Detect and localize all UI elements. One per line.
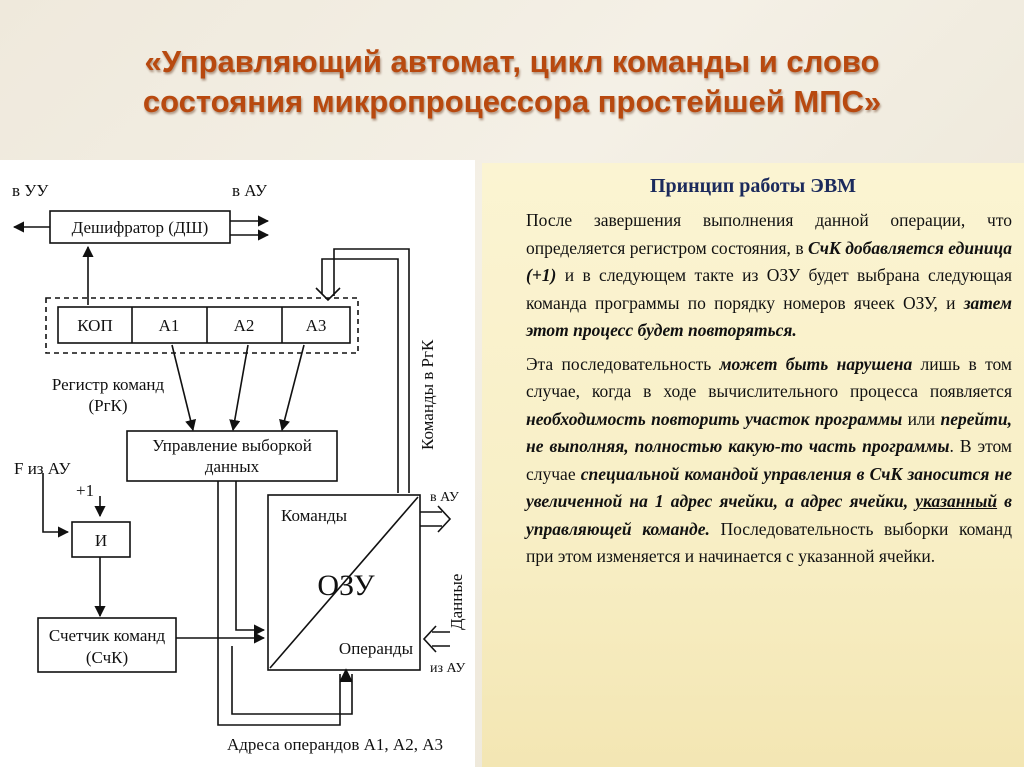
label-to-uu: в УУ [12, 181, 49, 200]
text-run: СчК добавляется единица (+1) [526, 237, 1012, 286]
block-diagram: в УУ в АУ Дешифратор (ДШ) КОП А1 А2 А3 Р… [0, 160, 475, 767]
text-run: или [902, 408, 941, 429]
to-au-double-arrow [437, 505, 452, 533]
panel-title: Принцип работы ЭВМ [649, 175, 857, 197]
ram-box [267, 494, 421, 671]
text-run: перейти, не выполняя, полностью какую-то… [526, 408, 1012, 457]
principle-panel: Принцип работы ЭВМ После завершения выпо… [482, 163, 1024, 767]
text-run: специальной командой управления в СчК за… [526, 463, 1013, 512]
decoder-label: Дешифратор (ДШ) [72, 218, 209, 237]
label-to-au-top: в АУ [232, 181, 268, 200]
reg-field-a2: А2 [234, 316, 255, 335]
counter-label-1: Счетчик команд [49, 626, 166, 645]
and-gate-label: И [95, 531, 107, 550]
text-run: После завершения выполнения данной опера… [526, 210, 1012, 258]
text-run: в управляющей команде. [526, 491, 1012, 539]
slide-title: «Управляющий автомат, цикл команды и сло… [60, 42, 964, 122]
counter-box [37, 617, 177, 673]
text-run: указанный [915, 491, 998, 511]
label-data: Данные [447, 574, 466, 630]
operand-address-line-outer [217, 481, 341, 726]
text-run: Последовательность выборки команд при эт… [526, 518, 1012, 567]
label-from-au-right: из АУ [430, 661, 465, 676]
operand-address-arrowhead [339, 668, 353, 683]
operand-address-line-inner [231, 646, 353, 715]
fetch-label-1: Управление выборкой [152, 436, 312, 455]
paragraph-2: Эта последовательность может быть наруше… [526, 351, 1012, 571]
text-run: . В этом случае [526, 436, 1012, 484]
fetch-control-box [126, 430, 338, 482]
reg-field-a3: А3 [306, 316, 327, 335]
fetch-label-2: данных [205, 457, 260, 476]
ram-operands-label: Операнды [339, 639, 414, 658]
register-label-2: (РгК) [88, 396, 127, 415]
register-dashed-frame [45, 297, 359, 354]
text-run: может быть нарушена [719, 353, 913, 374]
label-f-from-au: F из АУ [14, 459, 72, 478]
text-run: необходимость повторить участок программ… [526, 408, 903, 429]
and-gate-box [71, 521, 131, 558]
register-label-1: Регистр команд [52, 375, 165, 394]
slide-title-line-2: состояния микропроцессора простейшей МПС… [142, 84, 882, 119]
arrow-a1-fetch [171, 344, 197, 432]
from-au-double-arrow [422, 625, 437, 653]
text-run: затем этот процесс будет повторяться. [526, 292, 1012, 341]
label-to-au-right: в АУ [430, 490, 459, 505]
ram-diagonal [269, 496, 419, 669]
commands-to-register-line-inner [333, 248, 410, 493]
ram-commands-label: Команды [281, 506, 348, 525]
arrow-f-to-and [42, 473, 70, 538]
counter-label-2: (СчК) [86, 648, 128, 667]
arrow-fetch-to-ram [235, 481, 266, 636]
reg-field-kop: КОП [77, 316, 112, 335]
ram-label: ОЗУ [317, 569, 375, 602]
reg-field-a1: А1 [159, 316, 180, 335]
commands-arrowhead [315, 287, 341, 302]
label-plus-one: +1 [76, 481, 94, 500]
arrow-a3-fetch [279, 344, 305, 432]
label-operand-addresses: Адреса операндов А1, А2, А3 [227, 735, 443, 754]
slide-title-line-1: «Управляющий автомат, цикл команды и сло… [144, 44, 880, 79]
text-run: лишь в том случае, когда в ходе вычислит… [526, 353, 1012, 402]
panel-body: После завершения выполнения данной опера… [526, 207, 1012, 577]
register-box [57, 306, 351, 344]
label-commands-to-rgk: Команды в РгК [418, 339, 437, 450]
text-run: Эта последовательность [526, 353, 720, 374]
diagram-svg: в УУ в АУ Дешифратор (ДШ) КОП А1 А2 А3 Р… [12, 181, 466, 754]
commands-to-register-line-outer [321, 258, 399, 493]
text-run: и в следующем такте из ОЗУ будет выбрана… [526, 265, 1012, 313]
arrow-a2-fetch [229, 344, 249, 432]
paragraph-1: После завершения выполнения данной опера… [526, 207, 1012, 345]
